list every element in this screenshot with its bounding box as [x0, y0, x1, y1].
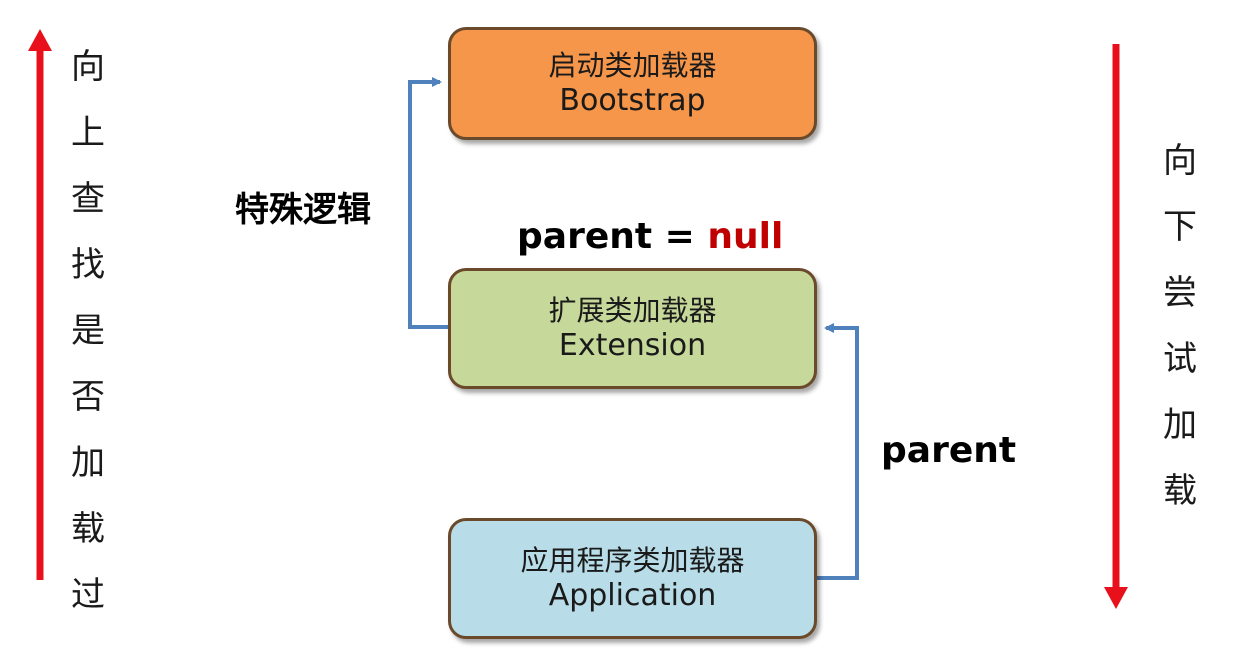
special-logic-label: 特殊逻辑	[235, 190, 371, 230]
right-caption-char: 向	[1163, 141, 1197, 181]
bootstrap-loader-cn-label: 启动类加载器	[548, 48, 717, 82]
left-caption-char: 向	[71, 47, 105, 87]
parent-null-label: parent = null	[517, 216, 783, 257]
left-caption-char: 载	[71, 509, 105, 549]
right-caption-char: 试	[1163, 339, 1197, 379]
right-vertical-caption: 向 下 尝 试 加 载	[1160, 128, 1200, 524]
application-loader-node: 应用程序类加载器 Application	[448, 518, 817, 639]
application-loader-cn-label: 应用程序类加载器	[520, 543, 745, 577]
extension-loader-cn-label: 扩展类加载器	[548, 293, 717, 327]
application-to-extension-connector	[817, 323, 859, 580]
bootstrap-loader-node: 启动类加载器 Bootstrap	[448, 27, 817, 140]
left-caption-char: 加	[71, 443, 105, 483]
left-caption-char: 上	[71, 113, 105, 153]
left-caption-char: 过	[71, 575, 105, 615]
left-vertical-caption: 向 上 查 找 是 否 加 载 过	[68, 34, 108, 628]
left-caption-char: 查	[71, 179, 105, 219]
extension-loader-node: 扩展类加载器 Extension	[448, 268, 817, 389]
left-caption-char: 找	[71, 245, 105, 285]
extension-loader-en-label: Extension	[558, 327, 707, 363]
right-caption-char: 下	[1163, 207, 1197, 247]
parent-null-value: null	[707, 216, 784, 257]
left-caption-char: 否	[71, 377, 105, 417]
left-caption-char: 是	[71, 311, 105, 351]
right-caption-char: 尝	[1163, 273, 1197, 313]
parent-null-key: parent	[517, 216, 653, 257]
bootstrap-loader-en-label: Bootstrap	[559, 82, 706, 118]
parent-null-equals: =	[664, 216, 695, 257]
right-caption-char: 加	[1163, 405, 1197, 445]
application-loader-en-label: Application	[548, 577, 717, 613]
parent-label: parent	[881, 430, 1017, 471]
extension-to-bootstrap-connector	[408, 77, 448, 329]
right-caption-char: 载	[1163, 471, 1197, 511]
